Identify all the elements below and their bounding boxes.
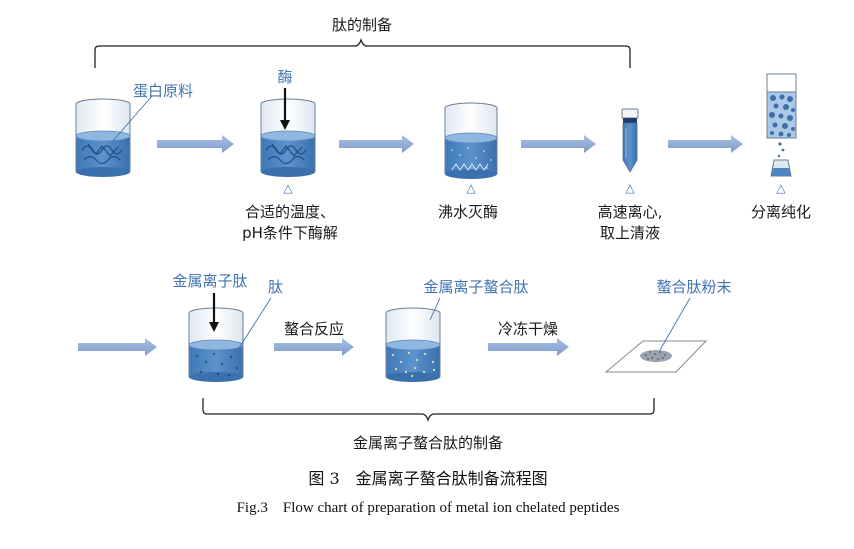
peptide-label: 肽 — [268, 278, 284, 296]
marker-triangle-3: △ — [625, 181, 635, 195]
powder-plate — [604, 297, 708, 373]
bottom-bracket-label: 金属离子螯合肽的制备 — [352, 434, 504, 452]
step2-label: 沸水灭酶 — [437, 203, 499, 221]
arrow-step-1 — [157, 135, 234, 153]
raw-material-label: 蛋白原料 — [133, 82, 194, 100]
metal-ion-label: 金属离子肽 — [172, 272, 248, 290]
arrow-step-4 — [668, 135, 743, 153]
figure-caption-cn: 图 3 金属离子螯合肽制备流程图 — [308, 469, 548, 488]
top-bracket-label: 肽的制备 — [331, 16, 393, 34]
step4-label: 分离纯化 — [750, 203, 812, 221]
step3-label-line2: 取上清液 — [599, 224, 661, 242]
step1-label-line2: pH条件下酶解 — [242, 224, 338, 242]
beaker-enzymolysis — [260, 88, 316, 177]
top-bracket — [94, 37, 631, 68]
arrow-freeze-dry — [488, 338, 569, 356]
marker-triangle-4: △ — [776, 181, 786, 195]
purification-column — [766, 73, 797, 177]
bottom-bracket — [202, 398, 655, 423]
beaker-inactivation — [444, 102, 498, 179]
marker-triangle-2: △ — [466, 181, 476, 195]
enzyme-label: 酶 — [277, 68, 293, 86]
freeze-dry-label: 冷冻干燥 — [497, 320, 559, 338]
chelation-label: 螯合反应 — [283, 320, 345, 338]
centrifuge-tube — [621, 108, 639, 173]
beaker-chelated-peptide — [385, 297, 441, 382]
step3-label-line1: 高速离心, — [597, 203, 663, 221]
step1-label-line1: 合适的温度、 — [244, 203, 336, 221]
beaker-raw-protein — [75, 95, 153, 177]
arrow-entry-bottom — [78, 338, 157, 356]
arrow-step-2 — [339, 135, 414, 153]
marker-triangle-1: △ — [283, 181, 293, 195]
arrow-chelation — [274, 338, 354, 356]
figure-caption-en: Fig.3 Flow chart of preparation of metal… — [236, 500, 620, 516]
beaker-metal-peptide — [188, 293, 272, 382]
powder-label: 螯合肽粉末 — [656, 278, 732, 296]
chelated-peptide-label: 金属离子螯合肽 — [423, 278, 529, 296]
arrow-step-3 — [521, 135, 596, 153]
